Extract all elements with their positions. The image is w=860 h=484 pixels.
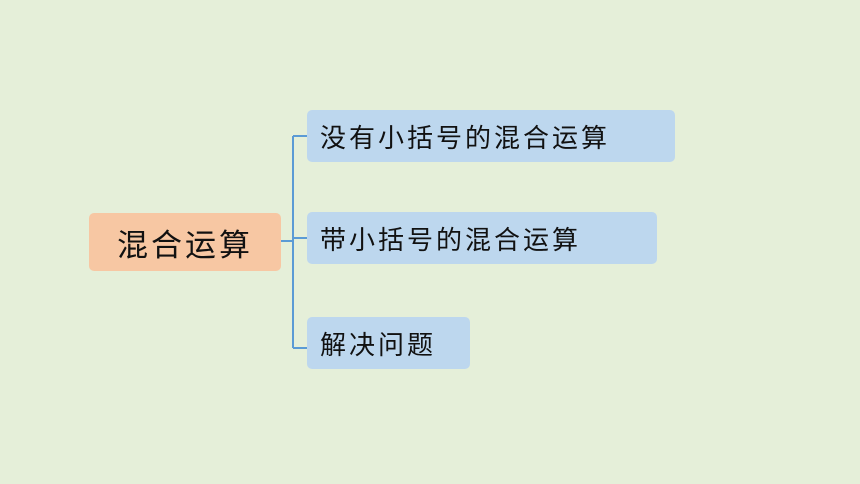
branch-node-mixed-with-parentheses: 带小括号的混合运算 bbox=[307, 212, 657, 264]
branch-node-mixed-without-parentheses: 没有小括号的混合运算 bbox=[307, 110, 675, 162]
branch-node-problem-solving: 解决问题 bbox=[307, 317, 470, 369]
root-node: 混合运算 bbox=[89, 213, 281, 271]
